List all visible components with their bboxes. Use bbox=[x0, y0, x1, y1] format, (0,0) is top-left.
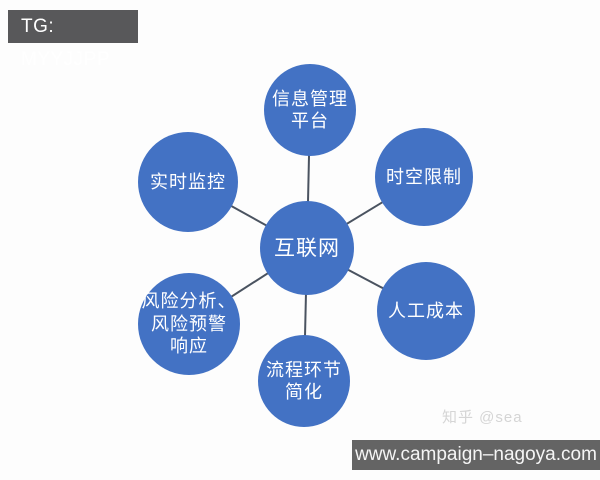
node-process-simplification: 流程环节 简化 bbox=[258, 335, 350, 427]
node-labor-cost: 人工成本 bbox=[377, 262, 475, 360]
footer-url-bar: www.campaign–nagoya.com bbox=[352, 440, 600, 470]
zhihu-watermark: 知乎 @sea bbox=[442, 409, 523, 426]
tg-watermark-badge: TG: MYYJJPP bbox=[8, 10, 138, 70]
node-info-management-platform: 信息管理 平台 bbox=[264, 64, 356, 156]
node-risk-analysis-warning-response: 风险分析、 风险预警 响应 bbox=[138, 273, 240, 375]
node-internet: 互联网 bbox=[260, 201, 354, 295]
node-time-space-limit: 时空限制 bbox=[375, 128, 473, 226]
node-realtime-monitoring: 实时监控 bbox=[138, 132, 238, 232]
